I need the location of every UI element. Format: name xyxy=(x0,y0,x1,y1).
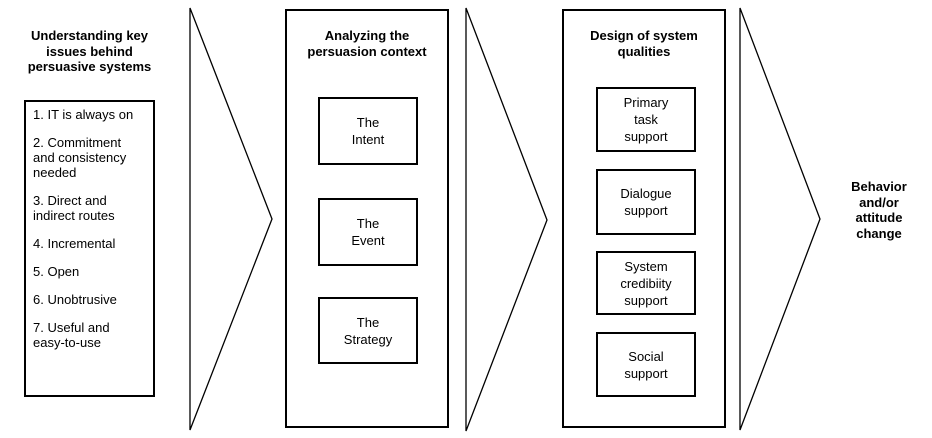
strategy-box: The Strategy xyxy=(318,297,418,364)
key-issue-item: 3. Direct and indirect routes xyxy=(33,193,115,223)
event-box: The Event xyxy=(318,198,418,266)
key-issue-item: 6. Unobtrusive xyxy=(33,292,117,307)
dialogue-support-box: Dialogue support xyxy=(596,169,696,235)
arrow-right-icon xyxy=(739,7,821,431)
primary-task-support-box: Primary task support xyxy=(596,87,696,152)
key-issue-item: 2. Commitment and consistency needed xyxy=(33,135,127,180)
key-issue-item: 4. Incremental xyxy=(33,236,116,251)
stage-title-system-qualities: Design of system qualities xyxy=(590,28,698,59)
stage-title-key-issues: Understanding key issues behind persuasi… xyxy=(27,28,152,74)
arrow-right-icon xyxy=(465,7,548,432)
intent-box: The Intent xyxy=(318,97,418,165)
key-issues-box: 1. IT is always on 2. Commitment and con… xyxy=(24,100,155,397)
key-issue-item: 1. IT is always on xyxy=(33,107,134,122)
stage-title-persuasion-context: Analyzing the persuasion context xyxy=(307,28,427,59)
system-credibility-support-box: System credibiity support xyxy=(596,251,696,315)
key-issue-item: 5. Open xyxy=(33,264,80,279)
arrow-right-icon xyxy=(189,7,273,431)
social-support-box: Social support xyxy=(596,332,696,397)
key-issue-item: 7. Useful and easy-to-use xyxy=(33,320,110,350)
outcome-label: Behavior and/or attitude change xyxy=(851,179,907,241)
